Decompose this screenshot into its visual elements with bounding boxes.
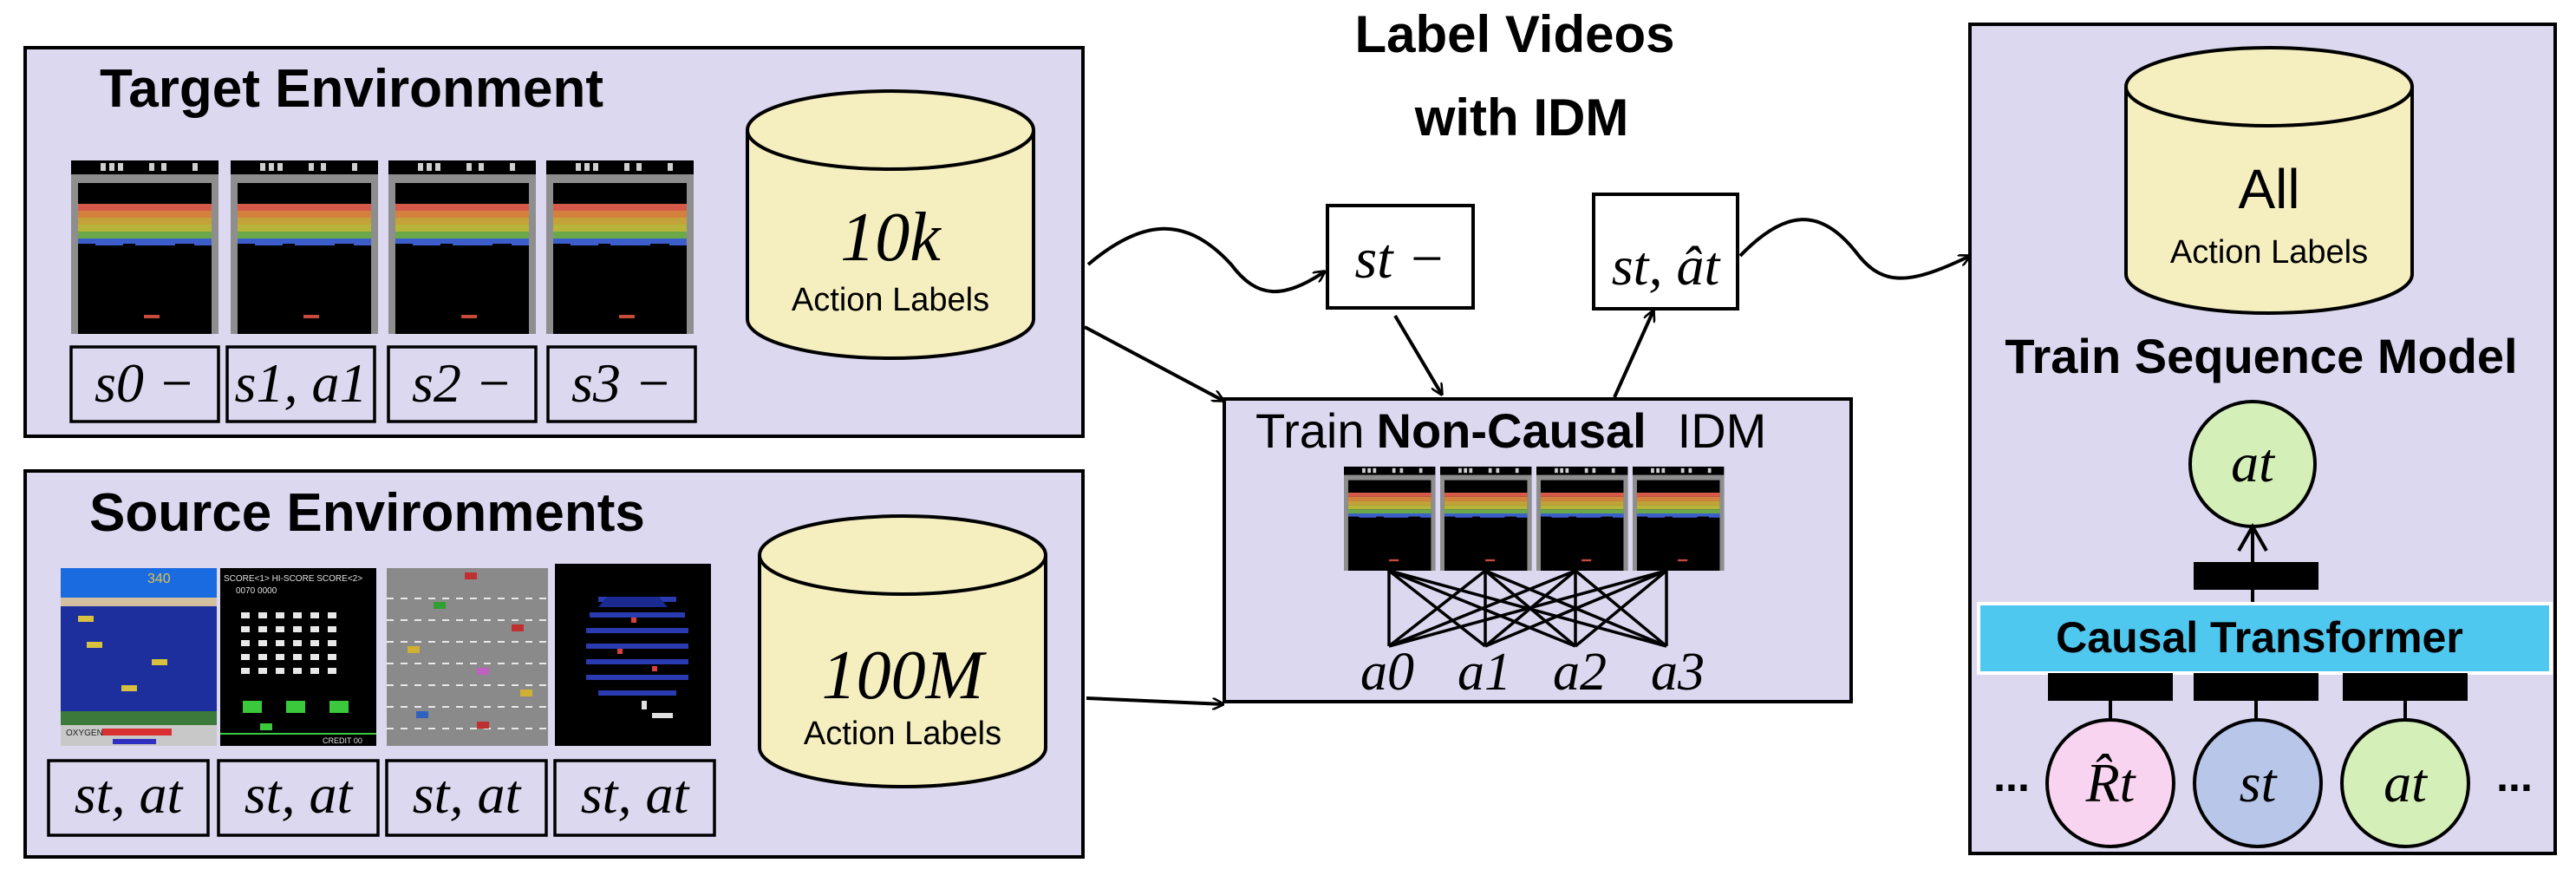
target-environment-panel: Target Environment s0 − s1, a1 s2 − s3 −… [23,46,1085,438]
action-node-text: at [2384,752,2429,814]
freeway-frame [387,568,548,746]
source-db-label: Action Labels [804,716,1001,752]
idm-suffix: IDM [1678,403,1767,458]
unlabeled-state-text: st − [1354,227,1445,291]
arrow-target-to-idm [1084,325,1223,401]
idm-output-1: a1 [1458,643,1511,702]
target-db-label: Action Labels [792,282,989,318]
idm-frame-1 [1440,467,1532,571]
target-frame-2 [388,160,536,334]
source-label-2: st, at [413,763,523,825]
action-node: at [2340,718,2470,848]
unlabeled-state-box: st − [1326,204,1475,310]
idm-outputs: a0 a1 a2 a3 [1360,643,1705,702]
target-frame-3 [546,160,694,334]
idm-output-2: a2 [1553,643,1607,702]
invaders-header: SCORE<1> HI-SCORE SCORE<2> [224,574,362,584]
target-label-0: s0 − [95,352,195,414]
source-database: 100M Action Labels [758,514,1047,788]
output-head [2194,522,2318,604]
space-invaders-frame: SCORE<1> HI-SCORE SCORE<2> 0070 0000 CRE… [220,568,376,746]
source-label-0: st, at [75,763,185,825]
output-action-text: at [2231,432,2276,494]
source-environments-title: Source Environments [89,483,645,543]
source-frame-labels: st, at st, at st, at st, at [47,759,716,837]
idm-frame-0 [1344,467,1436,571]
source-label-1: st, at [245,763,355,825]
state-node-text: st [2240,752,2279,814]
idm-connections [1387,569,1668,648]
arrow-unlabeled-to-idm [1393,314,1442,395]
target-frame-1 [231,160,378,334]
idm-output-3: a3 [1651,643,1705,702]
labeled-state-text: st, ât [1612,235,1722,297]
labeled-state-box: st, ât [1592,193,1739,311]
idm-frame-2 [1536,467,1628,571]
idm-frame-3 [1633,467,1725,571]
invaders-score: 0070 0000 [236,586,277,596]
invaders-credit: CREDIT 00 [323,736,362,745]
target-frame-0 [71,160,218,334]
target-label-1: s1, a1 [235,352,368,414]
source-db-value: 100M [822,637,988,714]
idm-bold: Non-Causal [1377,403,1647,458]
all-db-value: All [2238,158,2299,220]
target-database: 10k Action Labels [746,89,1035,360]
source-environments-panel: Source Environments 340 OXYGEN SCORE<1> … [23,469,1085,859]
causal-transformer-label: Causal Transformer [2056,613,2463,662]
sequence-model-panel: All Action Labels Train Sequence Model a… [1968,23,2557,855]
heading-line-2: with IDM [1414,88,1629,147]
idm-prefix: Train [1255,403,1365,458]
source-label-3: st, at [581,763,691,825]
target-frame-labels: s0 − s1, a1 s2 − s3 − [69,345,697,423]
causal-transformer-bar: Causal Transformer [1977,602,2553,675]
heading-line-1: Label Videos [1354,5,1674,63]
blue-game-frame [555,564,711,746]
state-node: st [2193,718,2323,848]
input-embeddings [2048,673,2468,720]
idm-output-0: a0 [1360,643,1414,702]
target-label-2: s2 − [412,352,512,414]
seaquest-score: 340 [147,572,171,586]
target-environment-title: Target Environment [100,59,603,119]
all-db-label: Action Labels [2170,234,2368,271]
target-db-value: 10k [840,199,942,276]
return-node: R̂t [2045,718,2175,848]
arrow-source-to-idm [1086,696,1223,704]
return-node-text: R̂t [2085,752,2137,814]
arrow-target-to-unlabeled [1086,226,1325,293]
arrow-labeled-to-sequence [1738,218,1970,280]
flow-arrows [1084,218,1970,704]
arrow-idm-to-labeled [1613,311,1653,398]
sequence-model-title: Train Sequence Model [2005,329,2517,383]
target-label-3: s3 − [571,352,672,414]
seaquest-frame: 340 OXYGEN [61,568,217,746]
ellipsis-left: ... [1993,752,2030,801]
output-action-node: at [2188,400,2317,528]
all-labels-database: All Action Labels [2124,46,2414,315]
seaquest-oxygen-label: OXYGEN [66,729,103,738]
label-videos-heading: Label Videos with IDM [1354,5,1674,147]
ellipsis-right: ... [2496,752,2533,801]
